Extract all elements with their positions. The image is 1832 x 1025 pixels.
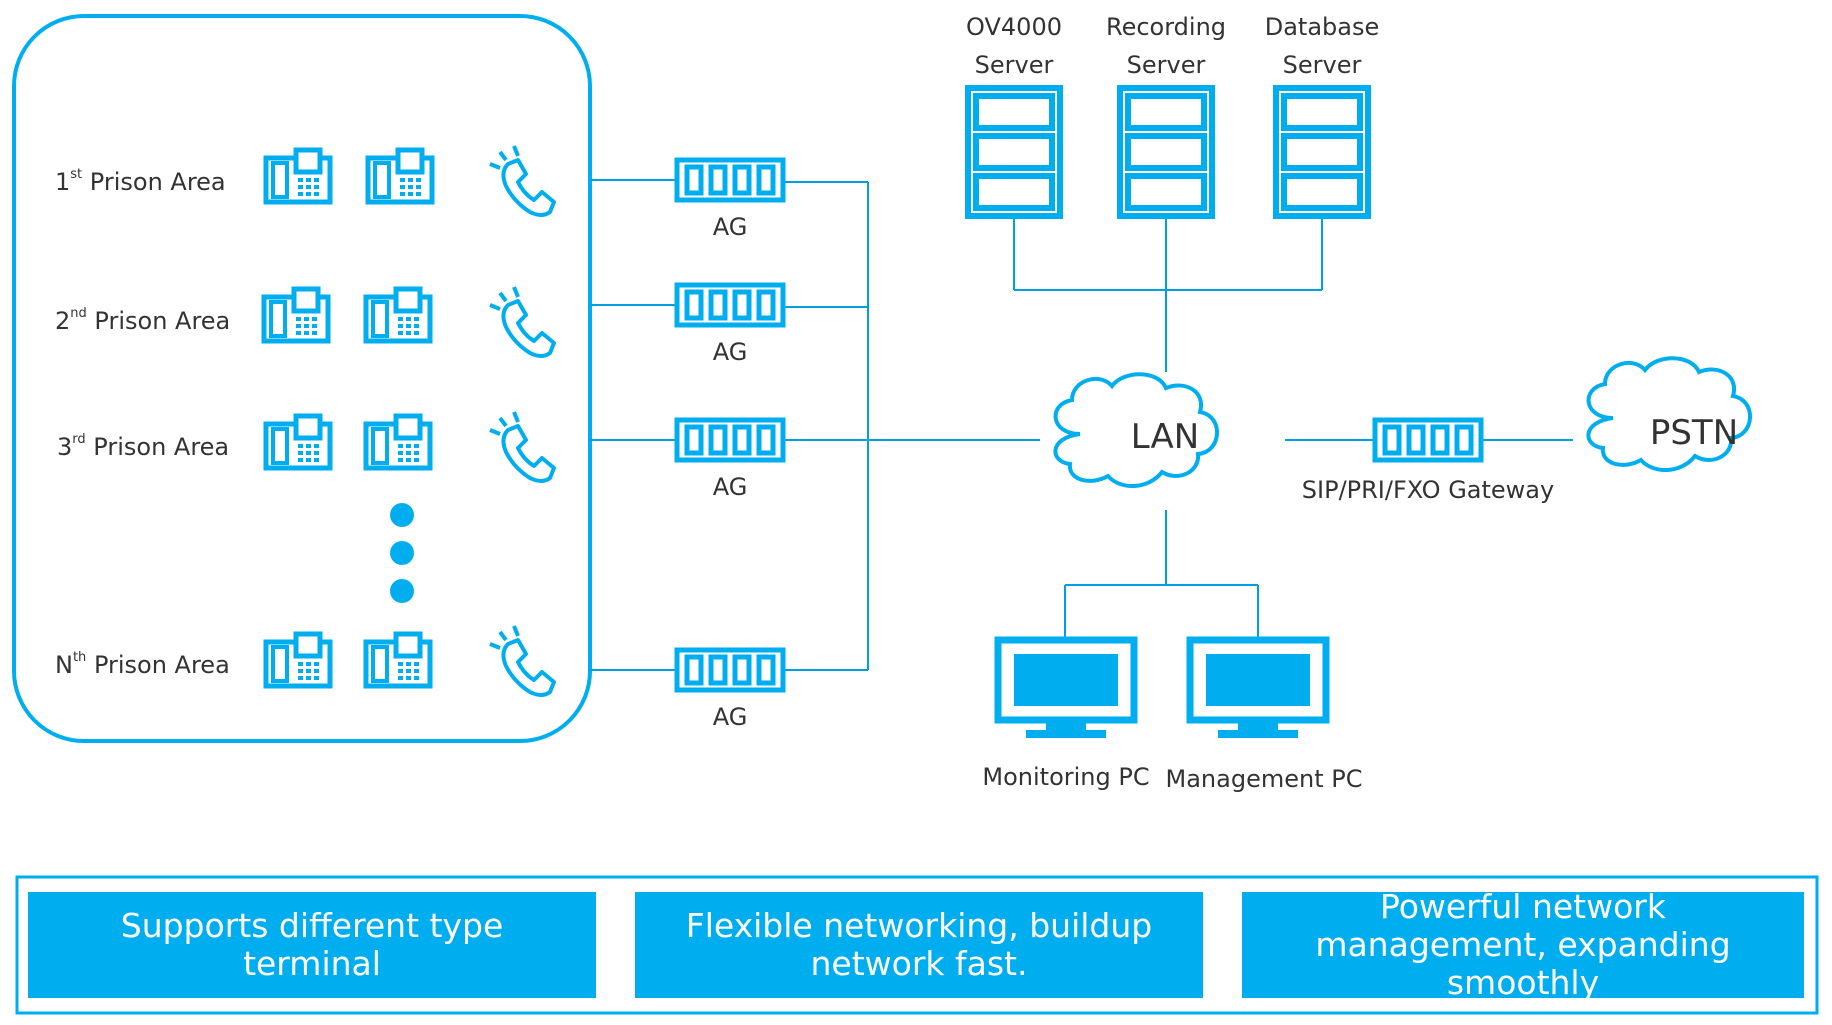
connection-lines [590, 179, 1573, 671]
prison-area-label: 2nd Prison Area [55, 306, 231, 335]
prison-area-label: 1st Prison Area [55, 167, 226, 196]
gateway-device-icon [1375, 420, 1481, 460]
ag-device-icon [677, 160, 783, 200]
prison-area-label: 3rd Prison Area [57, 432, 230, 461]
pc-label: Monitoring PC [982, 763, 1150, 791]
desk-phone-icon [366, 289, 430, 341]
desk-phone-icon [368, 150, 432, 202]
desk-phone-icon [266, 634, 330, 686]
ag-device-icon [677, 420, 783, 460]
desk-phone-icon [366, 634, 430, 686]
ag-device-icon [677, 650, 783, 690]
ag-label: AG [712, 213, 748, 241]
feature-box: Powerful network management, expanding s… [1242, 888, 1804, 1001]
monitor-icon [998, 640, 1134, 738]
ellipsis-dots [390, 503, 414, 603]
prison-area-frame [12, 14, 592, 743]
desk-phone-icon [266, 150, 330, 202]
feature-box: Supports different type terminal [28, 892, 596, 998]
ag-label: AG [712, 703, 748, 731]
monitor-icon [1190, 640, 1326, 738]
ag-device-icon [677, 285, 783, 325]
prison-area-label: Nth Prison Area [55, 650, 230, 679]
desk-phone-icon [266, 416, 330, 468]
pstn-label: PSTN [1649, 413, 1739, 453]
pc-label: Management PC [1165, 765, 1363, 793]
ag-label: AG [712, 473, 748, 501]
server-rack-icon [1276, 88, 1368, 216]
desk-phone-icon [366, 416, 430, 468]
feature-box: Flexible networking, buildup network fas… [635, 892, 1203, 998]
server-rack-icon [968, 88, 1060, 216]
server-rack-icon [1120, 88, 1212, 216]
gateway-label: SIP/PRI/FXO Gateway [1301, 476, 1555, 504]
lan-label: LAN [1130, 417, 1200, 457]
desk-phone-icon [264, 289, 328, 341]
ag-label: AG [712, 338, 748, 366]
